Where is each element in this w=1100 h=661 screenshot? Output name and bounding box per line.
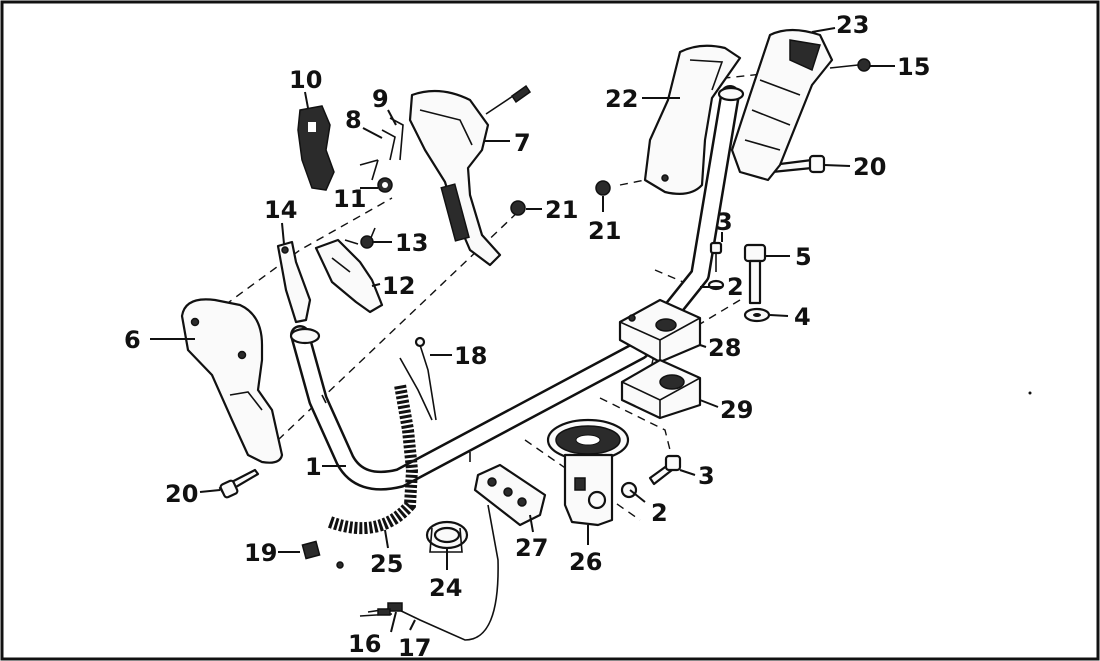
label-part-10: 10: [289, 66, 322, 94]
label-part-2-upper: 2: [727, 273, 744, 301]
part-8-lever: [381, 129, 396, 161]
part-22-grip-sleeve: [643, 44, 742, 195]
label-part-25: 25: [370, 550, 403, 578]
part-3-screw-lower: [648, 454, 682, 486]
part-2-washer-lower: [620, 481, 638, 499]
label-part-6: 6: [124, 326, 141, 354]
part-25-corrugated-conduit: [327, 383, 419, 535]
part-19-nut: [301, 540, 344, 569]
label-part-20-upper: 20: [853, 153, 886, 181]
label-part-20-lower: 20: [165, 480, 198, 508]
label-part-13: 13: [395, 229, 428, 257]
part-21-nut-left: [510, 200, 526, 216]
part-24-clamp-ring: [425, 520, 469, 553]
part-1-handle-tube: [289, 85, 745, 491]
label-part-26: 26: [569, 548, 602, 576]
label-part-7: 7: [514, 129, 531, 157]
part-10-switch: [297, 105, 335, 191]
part-11-spring: [359, 159, 393, 193]
label-part-3-upper: 3: [716, 208, 733, 236]
label-part-3-lower: 3: [698, 462, 715, 490]
part-27-wire-clip: [473, 463, 547, 527]
part-12-throttle-trigger: [314, 238, 384, 314]
part-18-wire-assembly: [399, 336, 437, 421]
label-part-12: 12: [382, 272, 415, 300]
label-part-28: 28: [708, 334, 741, 362]
part-16-17-wire-terminals: [359, 504, 499, 641]
part-28-clamp-upper: [618, 298, 702, 364]
speck-dot: [1028, 391, 1032, 395]
part-3-screw-upper: [709, 241, 723, 272]
label-part-21-left: 21: [545, 196, 578, 224]
label-part-11: 11: [333, 185, 366, 213]
label-part-18: 18: [454, 342, 487, 370]
label-part-14: 14: [264, 196, 297, 224]
label-part-23: 23: [836, 11, 869, 39]
part-15-screw: [829, 58, 871, 72]
part-14-lockout-lever: [276, 240, 312, 324]
label-part-22: 22: [605, 85, 638, 113]
part-20-screw-lower: [218, 468, 260, 499]
label-part-24: 24: [429, 574, 462, 602]
label-part-16: 16: [348, 630, 381, 658]
label-part-1: 1: [305, 453, 322, 481]
part-23-grip-housing-right: [730, 28, 834, 182]
label-part-4: 4: [794, 303, 811, 331]
label-part-27: 27: [515, 534, 548, 562]
part-number-labels: 1 2 2 3 3 4 5 6 7 8 9 10 11 12 13 14 15 …: [124, 11, 930, 661]
part-6-grip-housing-left: [180, 298, 284, 464]
label-part-8: 8: [345, 106, 362, 134]
label-part-21-right: 21: [588, 217, 621, 245]
part-26-gear-housing: [546, 418, 630, 527]
part-13-torsion-spring: [344, 227, 376, 249]
part-7-trigger-housing: [408, 84, 532, 267]
part-20-screw-upper: [770, 154, 826, 174]
label-part-2-lower: 2: [651, 499, 668, 527]
label-part-17: 17: [398, 634, 431, 661]
part-29-clamp-lower: [620, 358, 702, 420]
part-21-nut-right: [595, 180, 611, 196]
label-part-9: 9: [372, 85, 389, 113]
label-part-19: 19: [244, 539, 277, 567]
part-5-bolt: [743, 243, 767, 305]
label-part-29: 29: [720, 396, 753, 424]
leader-lines: [150, 27, 895, 633]
part-4-washer: [743, 307, 771, 323]
label-part-15: 15: [897, 53, 930, 81]
label-part-5: 5: [795, 243, 812, 271]
